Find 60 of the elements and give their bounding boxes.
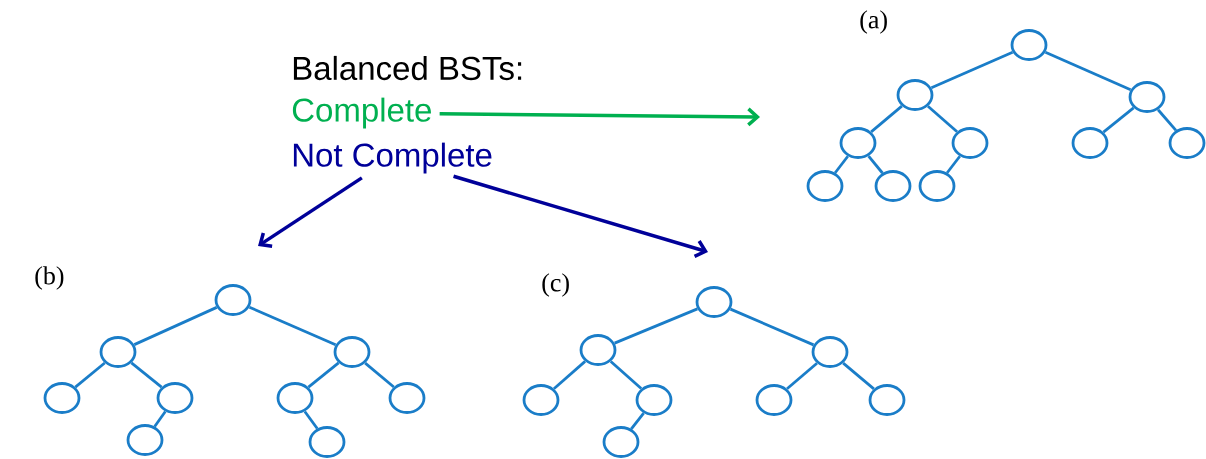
tree-node-circle <box>126 424 164 456</box>
tree-node-circle <box>602 426 640 458</box>
connector-line <box>303 410 319 430</box>
tree-node-circle <box>388 382 426 414</box>
panel-label: (a) <box>860 10 887 34</box>
connector-line <box>614 307 698 345</box>
connector-line <box>1102 106 1135 134</box>
tree-node-circle <box>1071 127 1109 159</box>
connector-line <box>1044 50 1132 92</box>
connector-line <box>930 50 1014 90</box>
tree-node-circle <box>276 382 314 414</box>
tree-node-circle <box>868 384 906 416</box>
panel-label: (b) <box>35 266 64 290</box>
tree-node-circle <box>918 170 956 202</box>
connector-line <box>609 360 643 390</box>
tree-node-circle <box>156 382 194 414</box>
tree-node-circle <box>522 384 560 416</box>
tree-node-circle <box>308 426 346 458</box>
text-label: Complete <box>292 97 431 129</box>
tree-node-circle <box>579 334 617 366</box>
connector-line <box>786 362 818 390</box>
text-label: Not Complete <box>293 142 492 174</box>
connector-line <box>729 307 815 347</box>
arrow <box>453 174 708 258</box>
connector-line <box>1157 108 1177 132</box>
tree-node-circle <box>951 127 989 159</box>
tree-node-circle <box>635 384 673 416</box>
connector-line <box>867 155 884 174</box>
tree-node-circle <box>333 336 371 368</box>
connector-line <box>130 361 163 389</box>
tree-node-circle <box>874 170 912 202</box>
tree-node-circle <box>806 170 844 202</box>
tree-node-circle <box>839 127 877 159</box>
tree-node-circle <box>214 284 252 316</box>
arrow <box>439 107 760 127</box>
tree-node-circle <box>896 79 934 111</box>
connector-line <box>630 412 645 430</box>
connector-line <box>248 305 337 347</box>
connector-line <box>870 105 903 133</box>
connector-line <box>153 410 167 428</box>
tree-node-circle <box>43 382 81 414</box>
connector-line <box>307 361 340 389</box>
tree-node-circle <box>99 336 137 368</box>
tree-node-circle <box>811 336 849 368</box>
connector-line <box>946 155 961 174</box>
connector-line <box>74 361 106 389</box>
connector-line <box>834 155 849 174</box>
connector-line <box>842 362 875 390</box>
connector-line <box>553 360 587 390</box>
panel-label: (c) <box>542 273 569 297</box>
tree-node-circle <box>1010 29 1048 61</box>
arrow <box>258 176 363 249</box>
tree-node-circle <box>695 286 733 318</box>
tree-node-circle <box>1168 127 1206 159</box>
connector-line <box>133 306 218 346</box>
tree-node-circle <box>755 384 793 416</box>
tree-node-circle <box>1128 81 1166 113</box>
connector-line <box>927 105 958 133</box>
connector-line <box>364 362 395 389</box>
heading-text: Balanced BSTs: <box>293 55 522 81</box>
